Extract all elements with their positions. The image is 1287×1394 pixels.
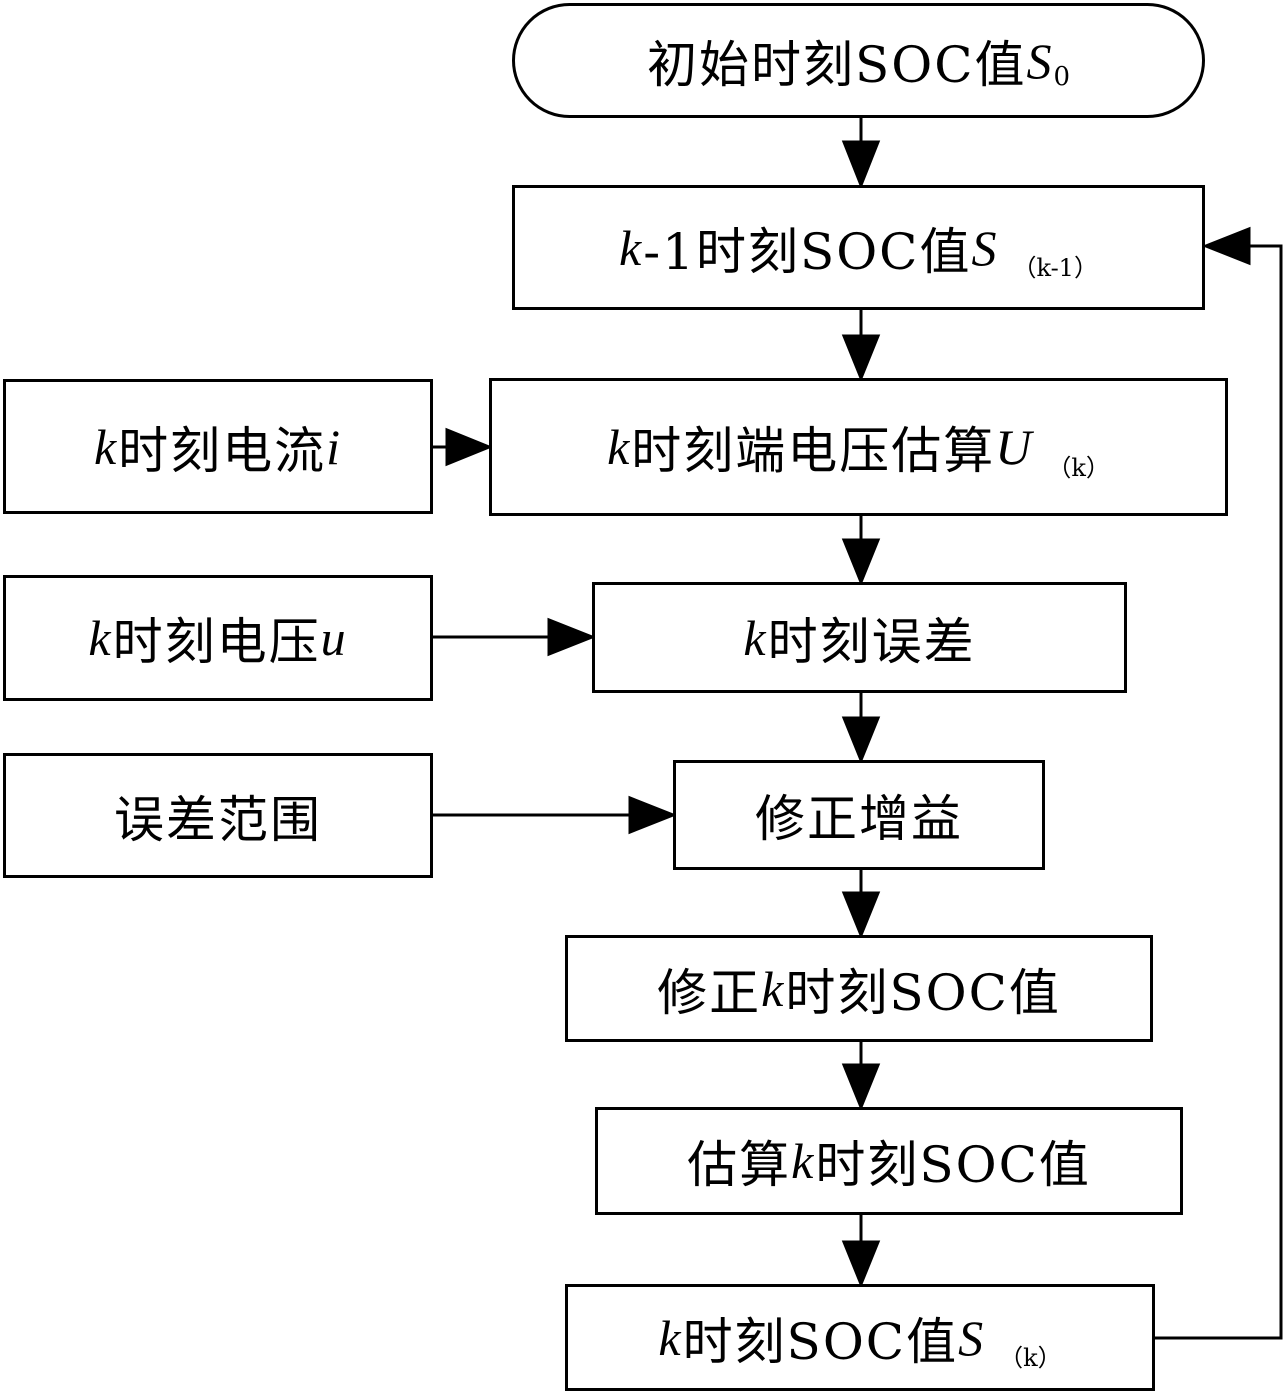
node-est-text: 时刻SOC值 <box>815 1136 1091 1194</box>
node-start-text: 初始时刻SOC值 <box>646 35 1027 94</box>
node-current-text: 时刻电流 <box>118 421 327 480</box>
node-gain-text: 修正增益 <box>755 790 963 848</box>
node-start-var: S <box>1026 32 1054 89</box>
node-final-k: k <box>658 1309 683 1366</box>
node-prev-k: k <box>619 219 644 276</box>
node-current-var: i <box>326 418 343 475</box>
node-est-k: k <box>791 1133 816 1189</box>
node-voltage-var: u <box>320 610 348 666</box>
node-prev-sub: （k-1） <box>1012 254 1098 282</box>
node-voltage-text: 时刻电压 <box>112 613 321 671</box>
node-final-sub: （k） <box>999 1344 1062 1372</box>
node-estU-text: 时刻端电压估算 <box>631 422 996 480</box>
node-range: 误差范围 <box>3 753 433 878</box>
node-final-text: 时刻SOC值 <box>682 1312 959 1371</box>
node-current-k: k <box>93 418 119 475</box>
node-start-sub: 0 <box>1053 61 1071 92</box>
node-range-text: 误差范围 <box>114 790 322 849</box>
node-corr-text: 时刻SOC值 <box>785 963 1061 1022</box>
node-prev-var: S <box>971 219 999 276</box>
node-prev-text: -1时刻SOC值 <box>643 222 972 281</box>
node-est-pre: 估算 <box>687 1136 792 1194</box>
node-estU-sub: （k） <box>1047 453 1110 482</box>
node-error-k: k <box>743 609 768 666</box>
node-estU-k: k <box>607 419 632 475</box>
node-final-var: S <box>958 1309 986 1366</box>
node-error-text: 时刻误差 <box>767 612 976 671</box>
node-voltage-k: k <box>88 610 113 666</box>
node-corr-pre: 修正 <box>657 963 762 1022</box>
node-corr-k: k <box>761 960 786 1017</box>
node-gain: 修正增益 <box>673 760 1045 870</box>
node-estU-var: U <box>995 419 1034 475</box>
